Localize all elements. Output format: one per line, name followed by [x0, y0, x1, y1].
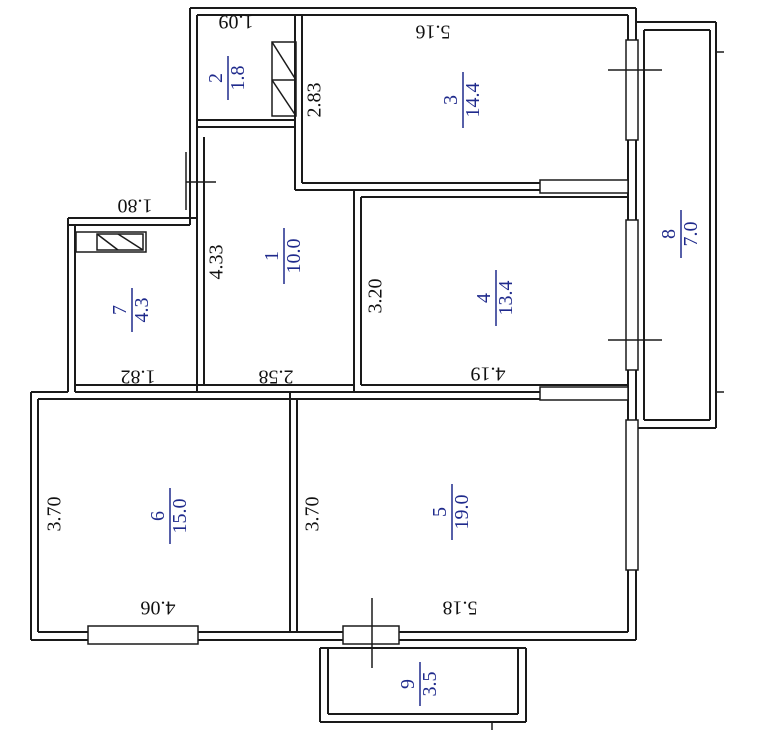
room-label-3: 3 14.4 — [440, 72, 484, 128]
room-label-6: 6 15.0 — [147, 488, 191, 544]
room-label-4: 4 13.4 — [473, 270, 517, 326]
room-number: 3 — [440, 95, 462, 105]
room-number: 6 — [147, 511, 169, 521]
room-area: 7.0 — [680, 222, 702, 247]
room-number: 7 — [109, 305, 131, 315]
dim-room5-width: 5.18 — [443, 596, 478, 618]
room-area: 10.0 — [283, 239, 305, 274]
room-label-1: 1 10.0 — [261, 228, 305, 284]
dim-room1-height: 4.33 — [206, 245, 228, 280]
dim-room6-width: 4.06 — [141, 596, 176, 618]
room-labels: 2 1.8 3 14.4 1 10.0 4 13.4 7 4.3 — [109, 56, 702, 706]
dim-room3-height: 2.83 — [304, 83, 326, 118]
room-label-7: 7 4.3 — [109, 288, 153, 332]
dim-room6-height: 3.70 — [44, 497, 66, 532]
walls — [30, 7, 717, 723]
dimension-labels: 1.09 5.16 2.83 1.80 4.33 3.20 1.82 2.58 … — [44, 10, 506, 618]
dim-room7-width-bottom: 1.82 — [121, 365, 156, 387]
room-area: 19.0 — [451, 495, 473, 530]
room-label-2: 2 1.8 — [205, 56, 249, 100]
room-area: 4.3 — [131, 298, 153, 323]
dim-room7-width-top: 1.80 — [118, 194, 153, 216]
room-area: 13.4 — [495, 281, 517, 316]
room-number: 5 — [429, 507, 451, 517]
room-area: 15.0 — [169, 499, 191, 534]
room-number: 4 — [473, 293, 495, 303]
dim-room3-width: 5.16 — [416, 20, 451, 42]
dim-room1-width: 2.58 — [259, 365, 294, 387]
dim-room4-width: 4.19 — [471, 362, 506, 384]
ventilation-shafts — [96, 41, 297, 251]
dim-room5-height: 3.70 — [302, 497, 324, 532]
room-area: 3.5 — [419, 672, 441, 697]
room-label-9: 9 3.5 — [397, 662, 441, 706]
dim-room2-width: 1.09 — [219, 10, 254, 32]
room-number: 9 — [397, 679, 419, 689]
room-area: 14.4 — [462, 83, 484, 118]
room-number: 2 — [205, 73, 227, 83]
room-label-8: 8 7.0 — [658, 210, 702, 258]
axis-markers — [185, 51, 724, 730]
dim-room4-height: 3.20 — [365, 279, 387, 314]
room-area: 1.8 — [227, 66, 249, 91]
room-label-5: 5 19.0 — [429, 484, 473, 540]
room-number: 1 — [261, 251, 283, 261]
openings — [75, 39, 639, 645]
room-number: 8 — [658, 229, 680, 239]
